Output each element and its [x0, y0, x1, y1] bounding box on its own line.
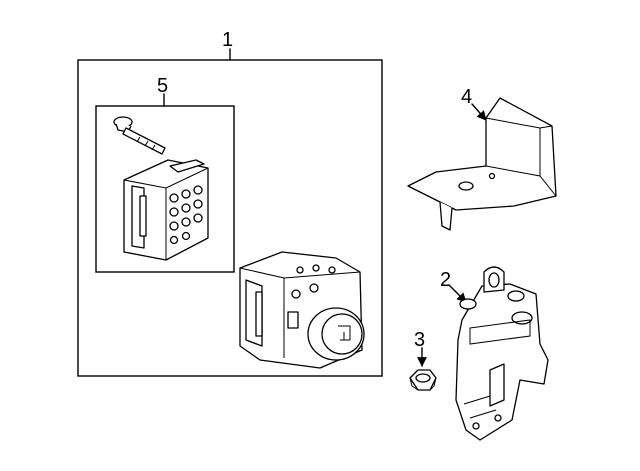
leader-4: [471, 103, 487, 121]
callout-5: 5: [157, 75, 168, 97]
support-bracket-icon: [455, 266, 549, 441]
abs-control-module-icon: [123, 159, 209, 261]
callout-2: 2: [440, 269, 451, 291]
abs-modulator-assembly-icon: [239, 251, 365, 369]
callout-3: 3: [414, 329, 425, 351]
kit-box-5: [95, 105, 235, 273]
callout-1: 1: [222, 29, 233, 51]
callout-4: 4: [461, 86, 472, 108]
hex-nut-icon: [409, 369, 437, 391]
mounting-bolt-icon: [113, 116, 166, 155]
mounting-bracket-icon: [407, 97, 557, 231]
